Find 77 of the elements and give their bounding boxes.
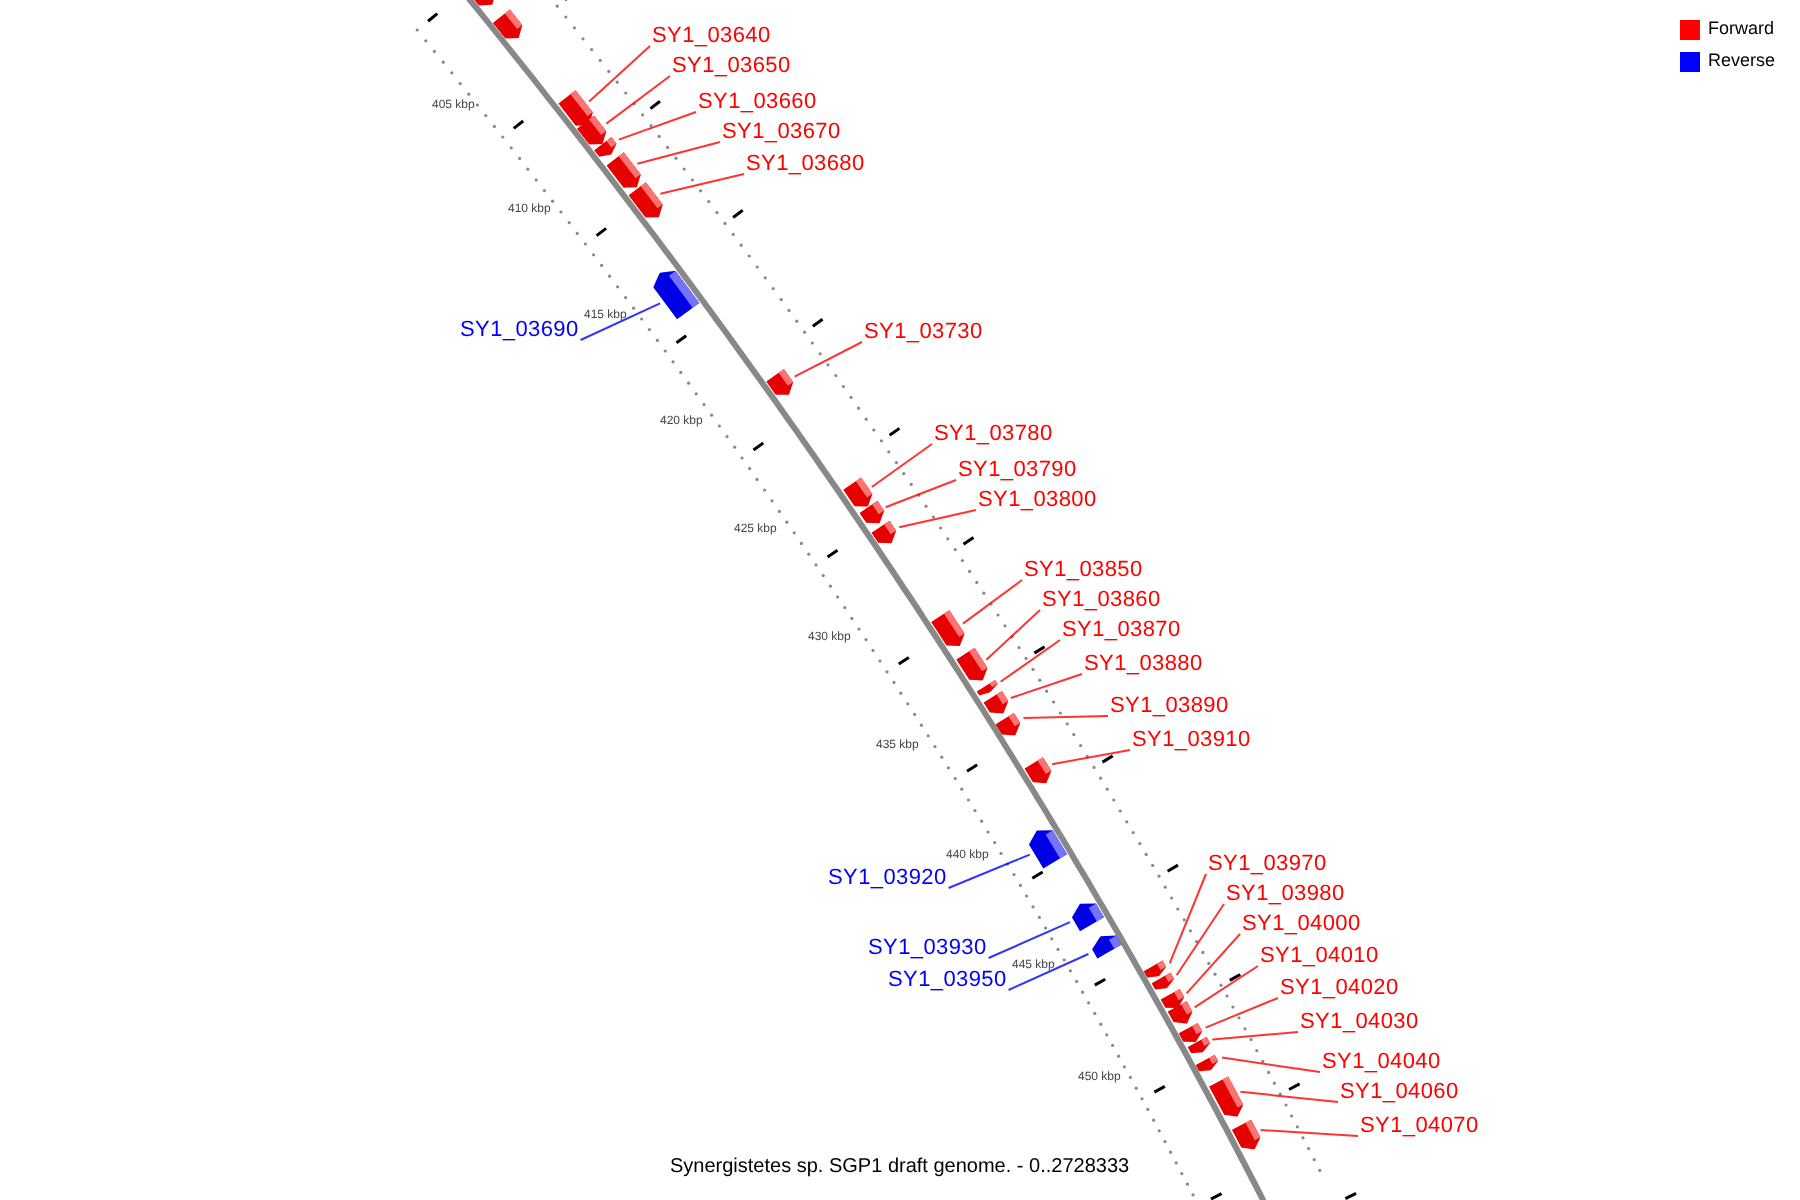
gene-label: SY1_04040 [1322,1050,1441,1076]
gene-label: SY1_04010 [1260,944,1379,970]
gene-block [1166,1000,1196,1029]
leader-line [884,479,957,509]
leader-line [659,173,745,195]
gene-label: SY1_04060 [1340,1080,1459,1106]
gene-label: SY1_03930 [868,936,987,962]
leader-line [1175,903,1225,977]
leader-line [1168,873,1207,965]
leader-line [1259,1129,1359,1137]
gene-label: SY1_04070 [1360,1114,1479,1140]
gene-label: SY1_03970 [1208,852,1327,878]
leader-line [1051,749,1131,766]
gene-block [1160,988,1188,1013]
gene-label: SY1_03850 [1024,558,1143,584]
gene-label: SY1_03870 [1062,618,1181,644]
gene-block [996,711,1026,741]
gene-block [1196,1054,1222,1076]
leader-line [1009,673,1083,699]
gene-block [1178,1022,1206,1048]
gene-block [1087,930,1121,960]
gene-label: SY1_03790 [958,458,1077,484]
gene-label: SY1_03640 [652,24,771,50]
leader-line [987,921,1071,959]
gene-block [1208,1076,1247,1122]
gene-block [1144,959,1170,982]
leader-line [1211,1031,1299,1041]
leader-line [1185,933,1241,995]
gene-label: SY1_03910 [1132,728,1251,754]
gene-block [628,181,668,224]
leader-line [1239,1090,1339,1103]
leader-line [999,639,1061,683]
gene-label: SY1_03670 [722,120,841,146]
gene-label: SY1_04030 [1300,1010,1419,1036]
leader-line [1193,965,1259,1009]
gene-block [1186,1036,1212,1058]
gene-label: SY1_03690 [460,318,579,344]
gene-label: SY1_03920 [828,866,947,892]
gene-label: SY1_03880 [1084,652,1203,678]
gene-label: SY1_03950 [888,968,1007,994]
gene-block [1150,972,1176,994]
legend-label: Reverse [1708,50,1776,72]
leader-line [579,302,661,341]
gene-block [976,680,1000,700]
gene-label: SY1_03800 [978,488,1097,514]
gene-label: SY1_03730 [864,320,983,346]
leader-line [947,853,1031,889]
leader-line [605,75,671,125]
leader-line [1022,715,1109,719]
gene-label: SY1_03650 [672,54,791,80]
gene-block [648,265,700,321]
leader-line [898,509,977,529]
gene-label: SY1_03660 [698,90,817,116]
leader-line [636,141,721,165]
caption: Synergistetes sp. SGP1 draft genome. - 0..2728333 [670,1156,1130,1180]
gene-block [557,89,598,132]
leader-line [588,45,651,103]
gene-block [593,136,620,162]
gene-label: SY1_03780 [934,422,1053,448]
gene-label: SY1_04020 [1280,976,1399,1002]
leader-line [1204,997,1279,1029]
leader-line [985,609,1041,661]
gene-block [605,151,646,194]
leader-line [962,579,1023,625]
gene-label: SY1_03680 [746,152,865,178]
gene-block [1023,756,1056,789]
leader-line [1221,1056,1321,1073]
gene-label: SY1_03980 [1226,882,1345,908]
gene-block [1231,1119,1264,1155]
gene-label: SY1_03890 [1110,694,1229,720]
leader-line [870,443,933,488]
leader-line [793,341,863,378]
leader-line [1007,953,1090,991]
gene-label: SY1_03860 [1042,588,1161,614]
gene-label: SY1_04000 [1242,912,1361,938]
leader-line [617,111,697,141]
legend-label: Forward [1708,18,1775,40]
